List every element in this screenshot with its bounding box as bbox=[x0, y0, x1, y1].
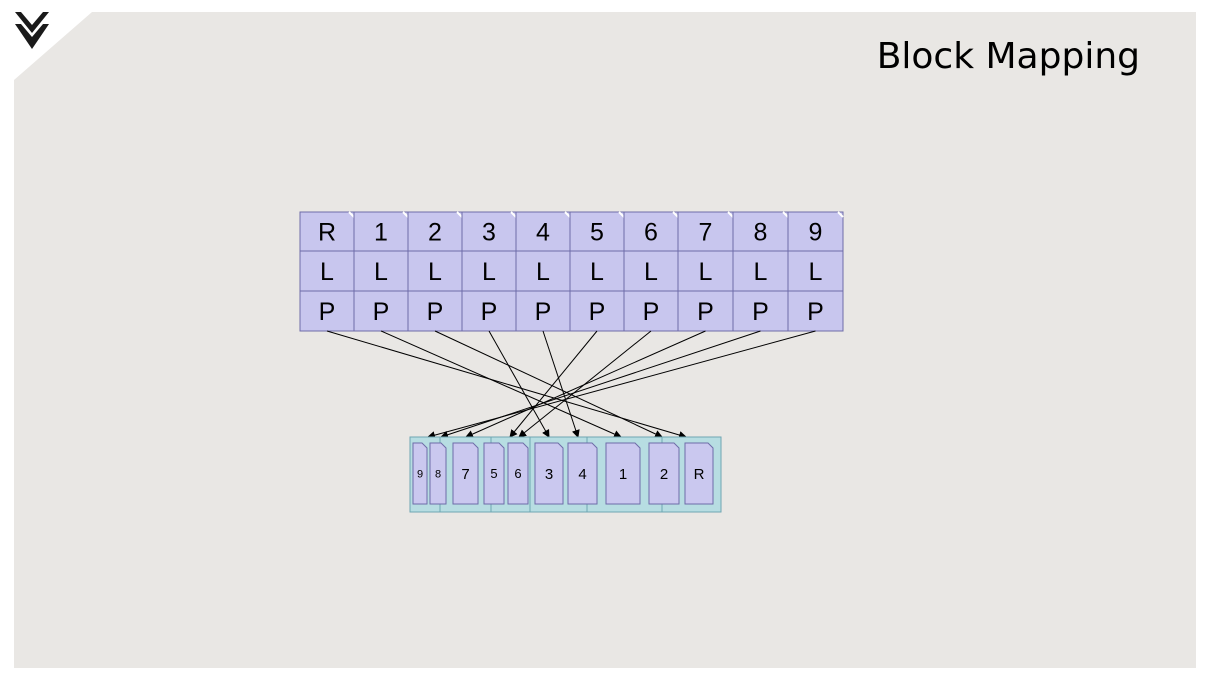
table-cell-text: P bbox=[752, 298, 769, 326]
table-cell-p-0 bbox=[299, 290, 355, 332]
table-cell-p-8 bbox=[732, 290, 789, 332]
table-cell-text: P bbox=[373, 298, 390, 326]
storage-slot-1 bbox=[429, 442, 447, 505]
mapping-arrow-9 bbox=[427, 330, 816, 440]
storage-slot-text: 6 bbox=[514, 466, 521, 481]
table-cell-l-1 bbox=[353, 250, 409, 292]
table-cell-p-3 bbox=[461, 290, 517, 332]
table-cell-text: L bbox=[428, 258, 442, 286]
storage-slot-text: 1 bbox=[619, 466, 627, 483]
cell-fold-mark bbox=[456, 211, 463, 218]
table-cell-p-9 bbox=[787, 290, 844, 332]
table-cell-text: L bbox=[536, 258, 550, 286]
storage-slot-0 bbox=[412, 442, 428, 505]
storage-slot-text: 3 bbox=[545, 466, 553, 483]
storage-slot-text: 7 bbox=[461, 466, 469, 483]
storage-slot-text: 8 bbox=[435, 468, 441, 480]
mapping-arrow-7 bbox=[465, 330, 706, 438]
table-cell-text: L bbox=[699, 258, 713, 286]
cell-fold-mark bbox=[348, 211, 355, 218]
mapping-arrows bbox=[326, 330, 816, 440]
cell-fold-mark bbox=[510, 211, 517, 218]
mapping-arrow-1 bbox=[380, 330, 622, 438]
table-cell-label-6 bbox=[623, 211, 679, 252]
cell-fold-mark bbox=[672, 211, 679, 218]
table-cell-text: 3 bbox=[482, 219, 496, 247]
table-cell-text: P bbox=[427, 298, 444, 326]
table-cell-text: P bbox=[697, 298, 714, 326]
storage-slot-2 bbox=[452, 442, 479, 505]
table-cell-l-4 bbox=[515, 250, 571, 292]
storage-slot-8 bbox=[648, 442, 680, 505]
table-cell-text: 8 bbox=[754, 219, 768, 247]
table-cell-text: 9 bbox=[809, 219, 823, 247]
mapping-arrow-2 bbox=[434, 330, 663, 438]
table-cell-text: L bbox=[482, 258, 496, 286]
storage-slot-3 bbox=[483, 442, 505, 505]
storage-slot-5 bbox=[534, 442, 564, 505]
table-cell-p-4 bbox=[515, 290, 571, 332]
table-cell-text: P bbox=[643, 298, 660, 326]
table-cell-text: 6 bbox=[644, 219, 658, 247]
storage-slot-7 bbox=[605, 442, 641, 505]
table-cell-text: L bbox=[374, 258, 388, 286]
cell-fold-mark bbox=[782, 211, 789, 218]
cell-fold-mark bbox=[618, 211, 625, 218]
table-cell-l-5 bbox=[569, 250, 625, 292]
storage-slot-text: 9 bbox=[417, 468, 423, 480]
cell-fold-mark bbox=[727, 211, 734, 218]
table-cell-text: R bbox=[318, 219, 336, 247]
table-cell-l-7 bbox=[677, 250, 734, 292]
table-cell-p-6 bbox=[623, 290, 679, 332]
storage-slot-text: 5 bbox=[490, 466, 497, 481]
table-cell-l-2 bbox=[407, 250, 463, 292]
storage-slot-4 bbox=[507, 442, 529, 505]
table-cell-text: 2 bbox=[428, 219, 442, 247]
storage-slot-text: 4 bbox=[578, 466, 586, 483]
storage-slot-text: 2 bbox=[660, 466, 668, 483]
mapping-arrow-5 bbox=[509, 330, 598, 438]
cell-fold-mark bbox=[837, 211, 844, 218]
mapping-arrow-4 bbox=[542, 330, 580, 438]
cell-fold-mark bbox=[402, 211, 409, 218]
table-cell-text: P bbox=[589, 298, 606, 326]
table-cell-label-0 bbox=[299, 211, 355, 252]
storage-slot-9 bbox=[684, 442, 714, 505]
table-cell-l-9 bbox=[787, 250, 844, 292]
table-cell-text: L bbox=[590, 258, 604, 286]
table-cell-label-1 bbox=[353, 211, 409, 252]
logo-icon bbox=[15, 12, 49, 49]
table-cell-text: L bbox=[320, 258, 334, 286]
table-cell-text: L bbox=[644, 258, 658, 286]
table-cell-text: 7 bbox=[699, 219, 713, 247]
table-cell-l-8 bbox=[732, 250, 789, 292]
mapping-arrow-r bbox=[326, 330, 687, 439]
table-cell-text: L bbox=[809, 258, 823, 286]
table-cell-text: 1 bbox=[374, 219, 388, 247]
table-cell-text: 4 bbox=[536, 219, 550, 247]
table-cell-l-3 bbox=[461, 250, 517, 292]
slide-background bbox=[14, 12, 1196, 668]
storage-slot-6 bbox=[567, 442, 598, 505]
cell-fold-mark bbox=[564, 211, 571, 218]
table-cell-text: P bbox=[319, 298, 336, 326]
table-cell-text: P bbox=[535, 298, 552, 326]
table-cell-label-2 bbox=[407, 211, 463, 252]
table-cell-p-7 bbox=[677, 290, 734, 332]
table-cell-text: 5 bbox=[590, 219, 604, 247]
table-cell-text: L bbox=[754, 258, 768, 286]
table-cell-text: P bbox=[481, 298, 498, 326]
storage-slot-text: R bbox=[694, 466, 705, 483]
table-cell-text: P bbox=[807, 298, 824, 326]
mapping-arrow-3 bbox=[488, 330, 550, 438]
slide-title: Block Mapping bbox=[876, 36, 1140, 77]
